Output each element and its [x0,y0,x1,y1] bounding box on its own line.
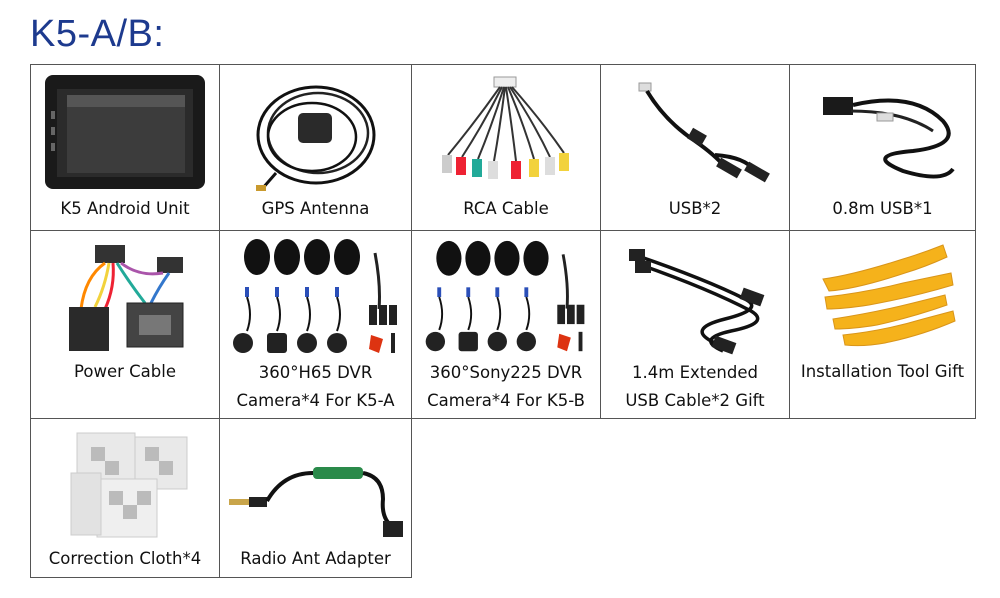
item-label: Correction Cloth*4 [48,549,202,568]
item-label: USB*2 [668,199,722,218]
accessory-grid: K5 Android Unit GPS Antenna [30,64,976,578]
calibration-cloth-icon [31,429,219,541]
gps-antenna-icon [220,73,411,193]
item-rca-cable: RCA Cable [411,64,601,231]
item-label: Installation Tool Gift [800,362,965,381]
item-label-line2: Camera*4 For K5-B [427,391,585,410]
item-label: RCA Cable [463,199,549,218]
camera-set-icon [412,235,600,359]
power-harness-icon [31,237,219,363]
item-gps-antenna: GPS Antenna [219,64,412,231]
item-correction-cloth: Correction Cloth*4 [30,418,220,578]
item-label: Power Cable [74,362,176,381]
item-label-line1: 1.4m Extended [632,363,758,382]
item-usb-0-8m: 0.8m USB*1 [789,64,976,231]
item-label: Radio Ant Adapter [240,549,391,568]
item-label-line2: Camera*4 For K5-A [236,391,395,410]
item-power-cable: Power Cable [30,230,220,419]
item-label: K5 Android Unit [60,199,190,218]
antenna-adapter-icon [220,443,411,543]
item-k5-android-unit: K5 Android Unit [30,64,220,231]
item-label-line1: 360°H65 DVR [258,363,373,382]
item-radio-ant-adapter: Radio Ant Adapter [219,418,412,578]
item-usb-extended: 1.4m Extended USB Cable*2 Gift [600,230,790,419]
item-label: GPS Antenna [261,199,370,218]
usb-cable-icon [601,239,789,359]
usb-cable-icon [601,71,789,193]
pry-tool-icon [790,239,975,357]
item-camera-h65: 360°H65 DVR Camera*4 For K5-A [219,230,412,419]
item-usb-2: USB*2 [600,64,790,231]
item-camera-sony225: 360°Sony225 DVR Camera*4 For K5-B [411,230,601,419]
usb-cable-icon [790,71,975,193]
page-title: K5-A/B: [30,13,165,55]
rca-cable-icon [412,71,600,193]
camera-set-icon [220,235,411,359]
item-label: 0.8m USB*1 [832,199,933,218]
item-label-line2: USB Cable*2 Gift [625,391,765,410]
car-headunit-icon [31,71,219,193]
item-installation-tool: Installation Tool Gift [789,230,976,419]
item-label-line1: 360°Sony225 DVR [429,363,583,382]
